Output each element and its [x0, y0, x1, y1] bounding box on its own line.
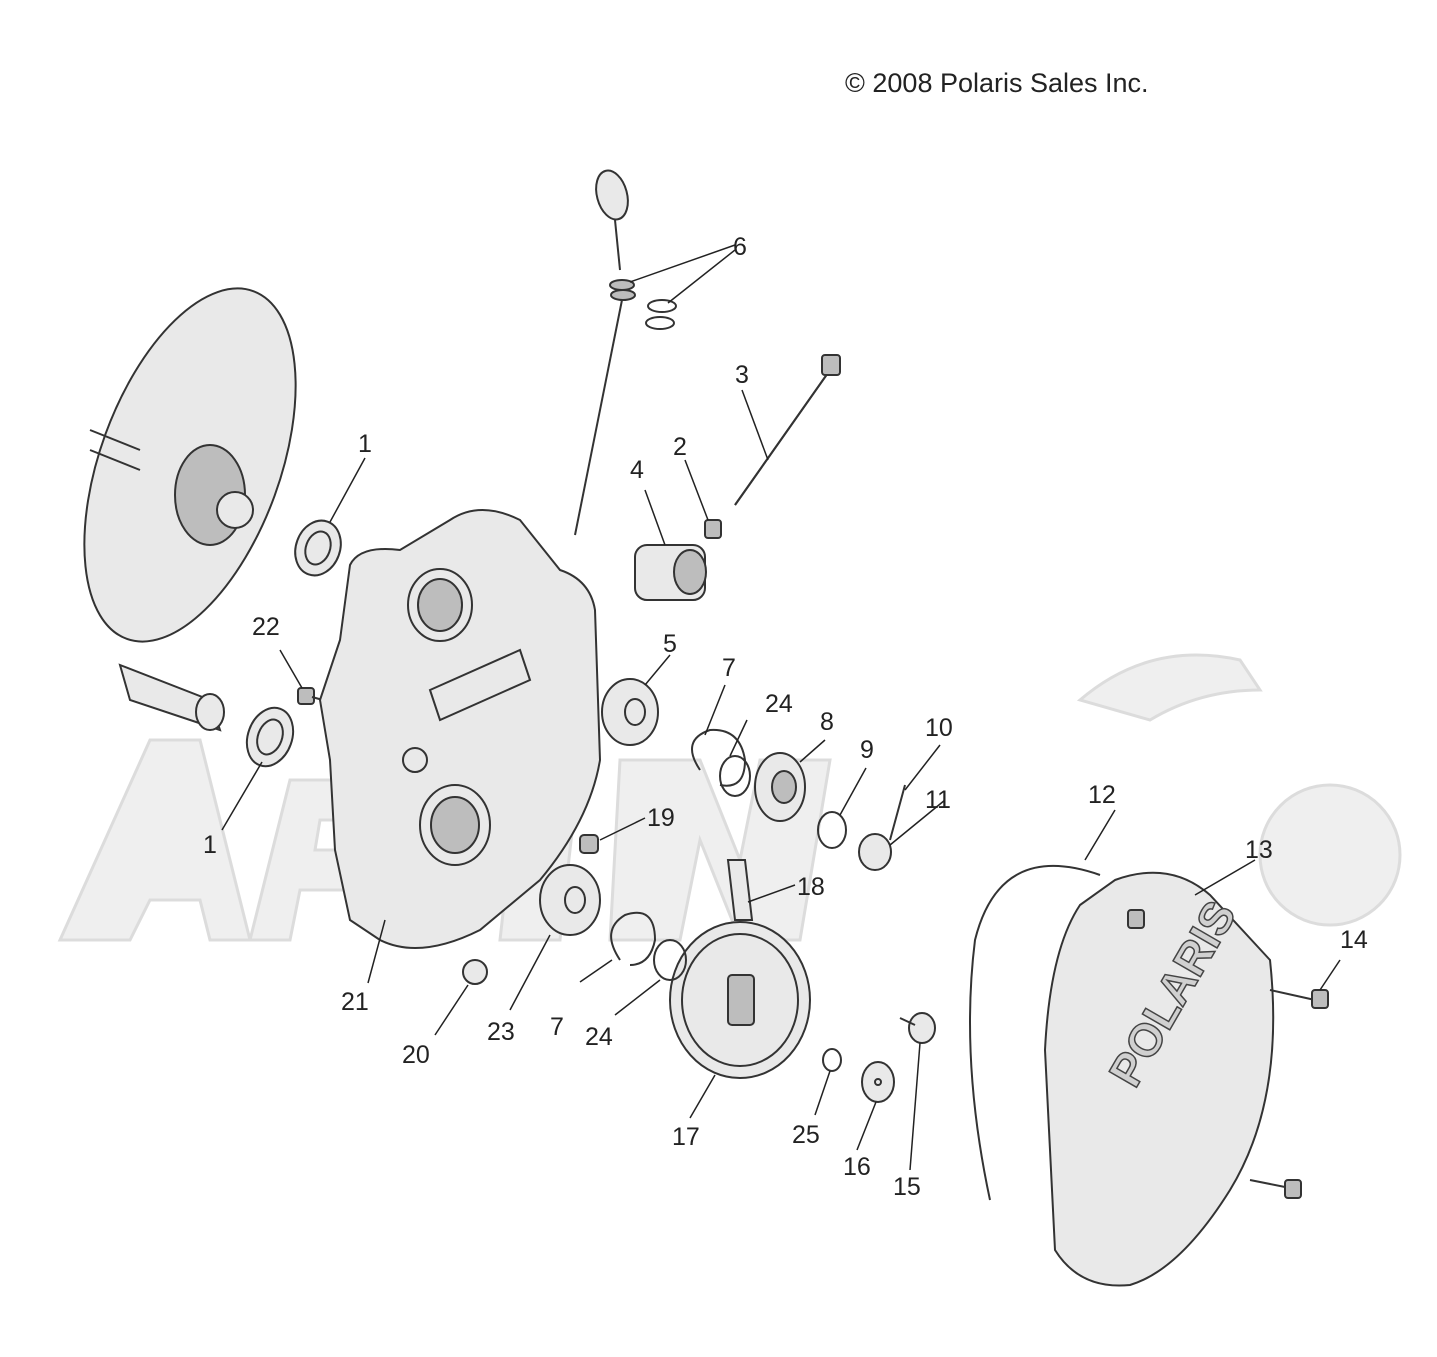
- driven-sprocket: [669, 921, 811, 1079]
- fill-plug: [462, 959, 488, 985]
- callout-22: 22: [252, 613, 280, 641]
- dipstick: [574, 169, 677, 536]
- chaincase-cover: POLARIS: [1043, 871, 1275, 1287]
- callout-7-lower: 7: [550, 1013, 564, 1041]
- callout-21: 21: [341, 988, 369, 1016]
- input-shaft: [118, 663, 225, 732]
- callout-25: 25: [792, 1121, 820, 1149]
- chain-link: [726, 859, 754, 921]
- callout-24-upper: 24: [765, 690, 793, 718]
- callout-labels: 1 1 2 3 4 5 6 7 7 8 9 10 11 12 13 14 15 …: [203, 233, 1368, 1201]
- callout-1-upper: 1: [358, 430, 372, 458]
- washer-16: [861, 1061, 895, 1103]
- washer-9: [817, 811, 847, 849]
- callout-2: 2: [673, 433, 687, 461]
- callout-8: 8: [820, 708, 834, 736]
- washer-25: [822, 1048, 842, 1072]
- callout-14: 14: [1340, 926, 1368, 954]
- snap-ring-lower: [610, 911, 657, 966]
- snap-ring-upper: [691, 728, 747, 787]
- callout-15: 15: [893, 1173, 921, 1201]
- callout-7-upper: 7: [722, 654, 736, 682]
- callout-17: 17: [672, 1123, 700, 1151]
- drain-plug: [899, 1012, 936, 1044]
- callout-3: 3: [735, 361, 749, 389]
- leader-lines: [221, 244, 1341, 1171]
- callout-1-lower: 1: [203, 831, 217, 859]
- cover-bolt: [1127, 909, 1329, 1199]
- callout-23: 23: [487, 1018, 515, 1046]
- callout-9: 9: [860, 736, 874, 764]
- washer-lower: [653, 939, 687, 981]
- washer-upper: [719, 755, 751, 797]
- seal-lower: [245, 706, 295, 768]
- bearing-upper: [601, 678, 659, 746]
- callout-24-lower: 24: [585, 1023, 613, 1051]
- callout-13: 13: [1245, 836, 1273, 864]
- clutch-sheave: [83, 287, 297, 643]
- tensioner-bolt: [734, 354, 841, 506]
- callout-11: 11: [925, 786, 951, 814]
- castle-nut: [858, 833, 892, 871]
- bearing-lower: [539, 864, 601, 936]
- callout-6: 6: [733, 233, 747, 261]
- nut-19: [579, 834, 599, 854]
- cotter-pin: [889, 784, 906, 841]
- callout-5: 5: [663, 630, 677, 658]
- copyright-notice: © 2008 Polaris Sales Inc.: [845, 68, 1149, 98]
- drive-sprocket: [754, 752, 806, 822]
- callout-16: 16: [843, 1153, 871, 1181]
- seal-upper: [294, 519, 342, 577]
- callout-4: 4: [630, 456, 644, 484]
- chaincase-housing: [318, 509, 602, 949]
- cover-gasket: [969, 865, 1101, 1201]
- callout-20: 20: [402, 1041, 430, 1069]
- callout-18: 18: [797, 873, 825, 901]
- chain-tensioner: [634, 544, 707, 601]
- callout-12: 12: [1088, 781, 1116, 809]
- callout-19: 19: [647, 804, 675, 832]
- callout-10: 10: [925, 714, 953, 742]
- nut-2: [704, 519, 722, 539]
